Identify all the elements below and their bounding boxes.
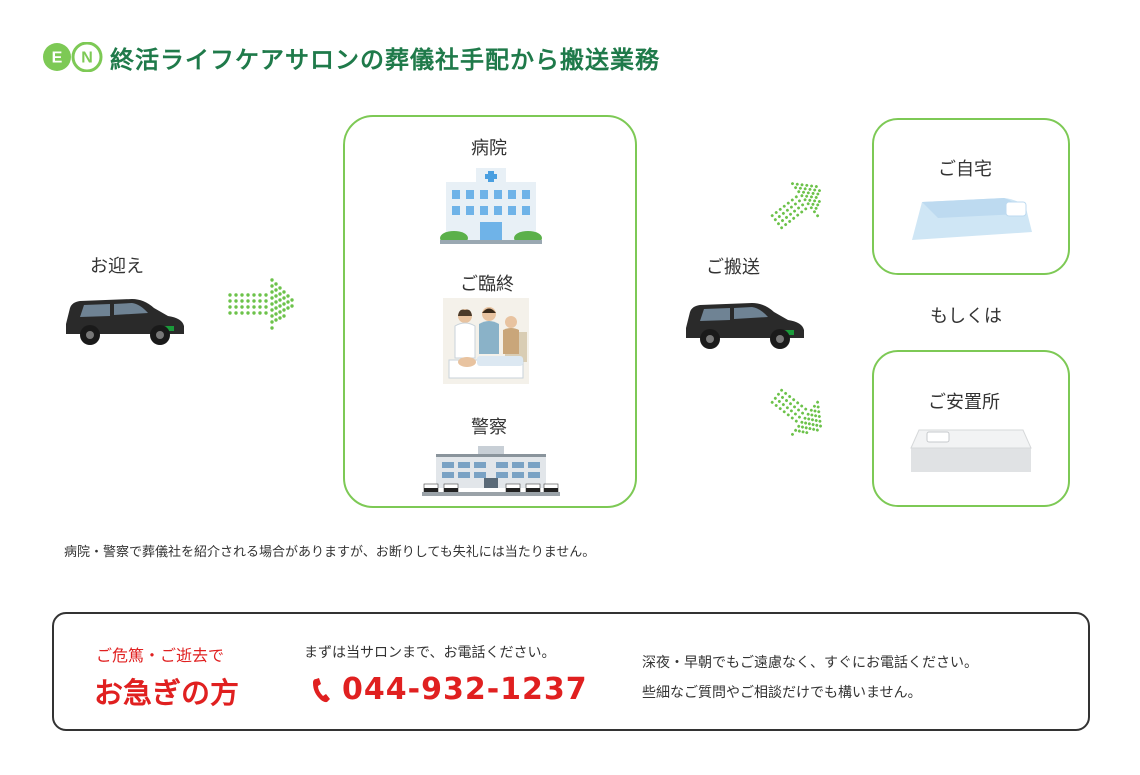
mortuary-bed-icon [909, 428, 1033, 474]
referral-note: 病院・警察で葬儀社を紹介される場合がありますが、お断りしても失礼には当たりません… [64, 541, 595, 560]
late-night-text: 深夜・早朝でもご遠慮なく、すぐにお電話ください。 [642, 652, 978, 672]
futon-icon [908, 194, 1034, 242]
deathbed-label: ご臨終 [460, 270, 514, 296]
emergency-heading: お急ぎの方 [94, 670, 239, 712]
en-logo: E N [42, 42, 104, 72]
dotted-arrow-down-right-icon [764, 386, 830, 438]
question-text: 些細なご質問やご相談だけでも構いません。 [642, 682, 922, 702]
svg-text:N: N [81, 50, 93, 67]
pickup-label: お迎え [90, 252, 144, 278]
hearse-icon [62, 288, 188, 348]
home-label: ご自宅 [938, 155, 992, 181]
deathbed-scene-icon [443, 298, 529, 384]
police-label: 警察 [471, 413, 507, 439]
dotted-arrow-right-icon [226, 276, 294, 334]
transport-label: ご搬送 [706, 253, 760, 279]
police-station-icon [422, 446, 560, 496]
or-label: もしくは [930, 302, 1002, 328]
hospital-label: 病院 [471, 134, 507, 160]
phone-icon [312, 677, 332, 703]
phone-link[interactable]: 044-932-1237 [312, 672, 588, 707]
svg-text:E: E [52, 50, 63, 67]
hospital-icon [440, 166, 542, 244]
hearse-icon [682, 292, 808, 352]
page-title: 終活ライフケアサロンの葬儀社手配から搬送業務 [110, 40, 660, 75]
mortuary-label: ご安置所 [928, 388, 1000, 414]
emergency-subheading: ご危篤・ご逝去で [96, 642, 224, 666]
emergency-contact-panel: ご危篤・ご逝去で お急ぎの方 まずは当サロンまで、お電話ください。 044-93… [52, 612, 1090, 731]
phone-number[interactable]: 044-932-1237 [342, 672, 588, 707]
dotted-arrow-up-right-icon [764, 180, 830, 232]
call-lead-text: まずは当サロンまで、お電話ください。 [304, 642, 555, 662]
